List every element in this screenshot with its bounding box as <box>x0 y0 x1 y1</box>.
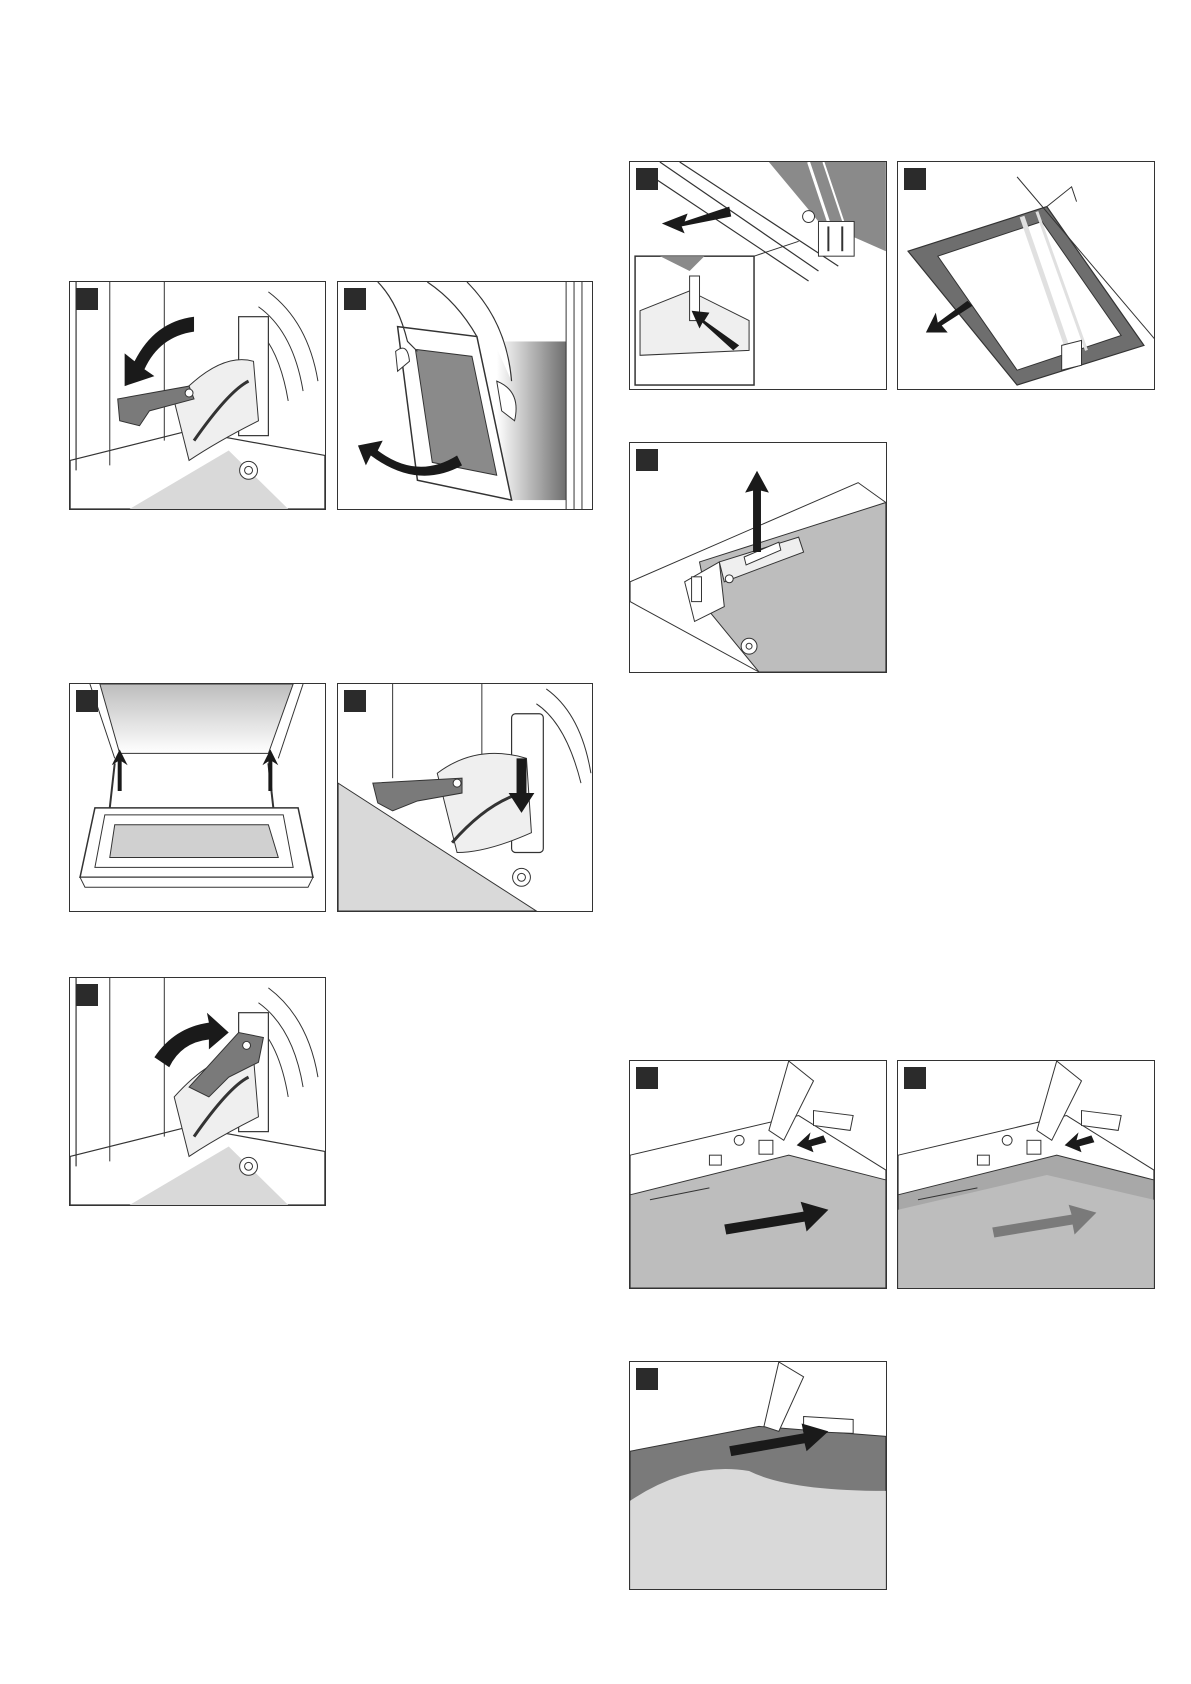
figure-inner-pane-removal <box>897 161 1155 390</box>
step-badge <box>636 168 658 190</box>
step-badge <box>904 168 926 190</box>
hinge-lever-down-illustration <box>338 684 592 911</box>
hinge-lever-open-illustration <box>70 282 325 509</box>
figure-hinge-lever-open <box>69 281 326 510</box>
step-badge <box>76 690 98 712</box>
figure-door-reinsert <box>69 683 326 912</box>
hinge-lever-close-illustration <box>70 978 325 1205</box>
step-badge <box>76 984 98 1006</box>
step-badge <box>344 690 366 712</box>
figure-pane-push-in <box>629 1361 887 1590</box>
step-badge <box>76 288 98 310</box>
clip-lift-illustration <box>630 443 886 672</box>
door-reinsert-illustration <box>70 684 325 911</box>
pane-slide-in-second-illustration <box>898 1061 1154 1288</box>
step-badge <box>636 449 658 471</box>
figure-door-removal <box>337 281 593 510</box>
step-badge <box>344 288 366 310</box>
step-badge <box>904 1067 926 1089</box>
step-badge <box>636 1067 658 1089</box>
figure-clip-lift <box>629 442 887 673</box>
step-badge <box>636 1368 658 1390</box>
figure-pane-slide-in <box>629 1060 887 1289</box>
figure-pane-slide-in-second <box>897 1060 1155 1289</box>
pane-slide-in-illustration <box>630 1061 886 1288</box>
door-cover-removal-illustration <box>630 162 886 389</box>
figure-hinge-lever-down <box>337 683 593 912</box>
figure-door-cover-removal <box>629 161 887 390</box>
inner-pane-removal-illustration <box>898 162 1154 389</box>
pane-push-in-illustration <box>630 1362 886 1589</box>
figure-hinge-lever-close <box>69 977 326 1206</box>
door-removal-illustration <box>338 282 592 509</box>
